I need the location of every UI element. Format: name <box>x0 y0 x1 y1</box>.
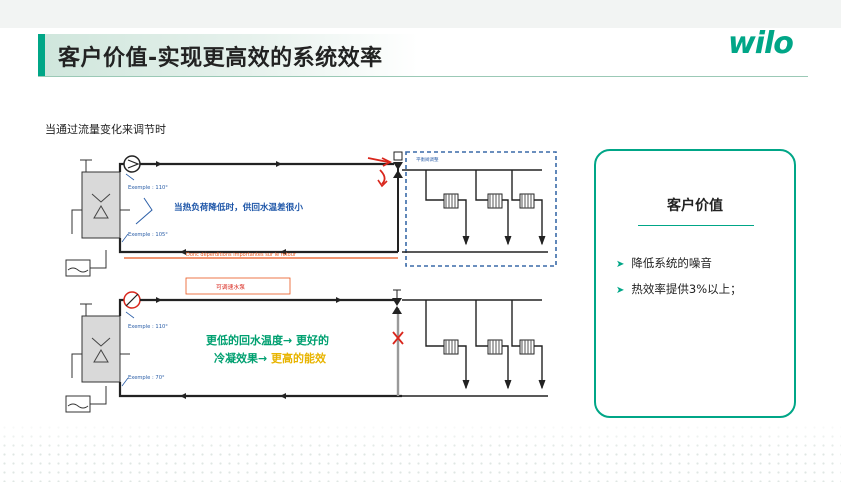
section-subtitle: 当通过流量变化来调节时 <box>45 123 166 136</box>
card-title: 客户价值 <box>667 198 723 214</box>
heating-system-diagram: Exemple : 110° Exemple : 105° 当热负荷降低时，供回… <box>36 150 586 418</box>
top-loss-note: Donc déperditions importantes sur le ret… <box>186 251 297 258</box>
bottom-circuit: 可调速水泵 Exemple : 110° Exemple : 70° 更低的回水… <box>65 277 548 413</box>
top-tank <box>65 259 91 277</box>
top-annotation: 当热负荷降低时，供回水温差很小 <box>174 201 303 213</box>
list-item: ➤ 降低系统的噪音 <box>616 255 788 271</box>
top-balance-valve-zone <box>405 151 557 267</box>
arrow-bullet-icon: ➤ <box>616 259 625 270</box>
bottom-pump-label: 可调速水泵 <box>216 283 245 291</box>
benefit-line-2: 冷凝效果→ 更高的能效 <box>214 351 327 365</box>
bottom-temp-return: Exemple : 70° <box>128 375 165 381</box>
customer-value-card: 客户价值 ➤ 降低系统的噪音 ➤ 热效率提供3%以上； <box>594 149 796 418</box>
top-valve-label: 平衡阀调整 <box>416 156 439 163</box>
arrow-bullet-icon: ➤ <box>616 285 625 296</box>
bottom-temp-supply: Exemple : 110° <box>128 324 168 330</box>
top-temp-supply: Exemple : 110° <box>128 185 168 191</box>
page-title: 客户价值-实现更高效的系统效率 <box>58 46 383 71</box>
bottom-boiler <box>81 315 121 383</box>
wilo-logo: wilo <box>728 26 794 61</box>
bottom-three-way-valve <box>392 289 402 314</box>
top-boiler <box>81 171 121 239</box>
title-underline <box>38 76 808 77</box>
bottom-tank <box>65 395 91 413</box>
list-item: ➤ 热效率提供3%以上； <box>616 281 788 297</box>
top-three-way-valve <box>393 151 403 178</box>
card-divider <box>638 225 754 226</box>
title-accent-bar <box>38 34 45 76</box>
benefit-line-1: 更低的回水温度→ 更好的 <box>206 333 329 347</box>
title-band <box>38 34 418 76</box>
top-circuit: Exemple : 110° Exemple : 105° 当热负荷降低时，供回… <box>65 151 557 277</box>
value-list: ➤ 降低系统的噪音 ➤ 热效率提供3%以上； <box>616 255 788 307</box>
list-item-text: 热效率提供3%以上； <box>631 282 742 296</box>
top-temp-return: Exemple : 105° <box>128 232 168 238</box>
bypass-closed-x <box>392 331 404 345</box>
list-item-text: 降低系统的噪音 <box>631 256 712 270</box>
